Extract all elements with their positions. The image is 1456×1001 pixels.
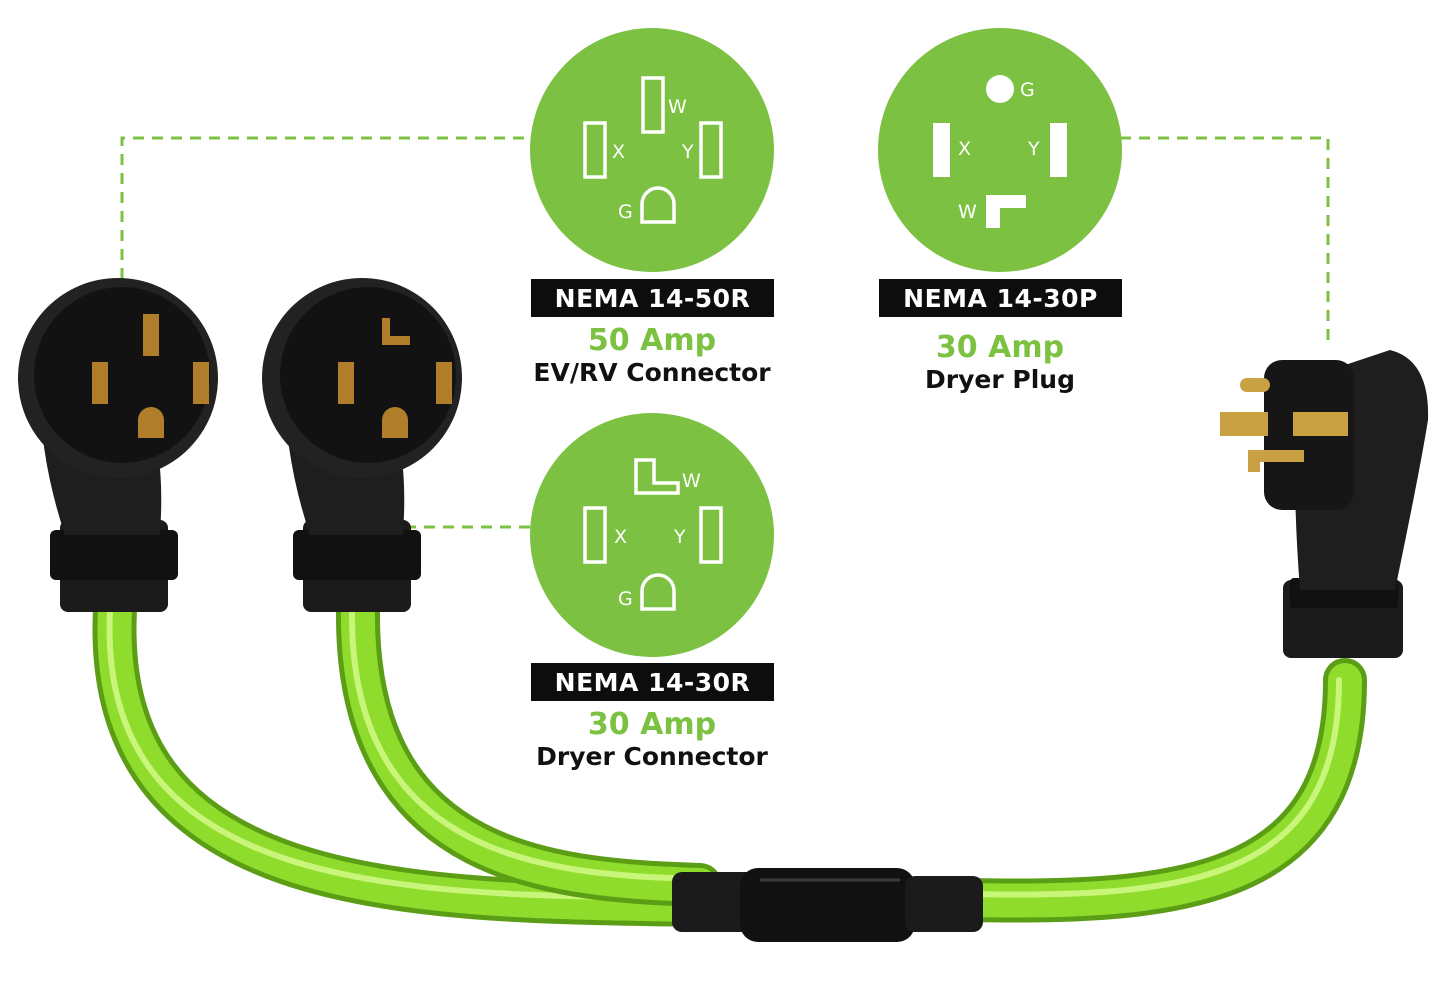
- slot-w: [143, 314, 159, 356]
- slot-x: [338, 362, 354, 404]
- badge-14-30p: NEMA 14-30P: [879, 279, 1122, 317]
- prong-g: [1240, 378, 1270, 392]
- pin-label-y: Y: [681, 141, 694, 163]
- plug-14-30p: [1220, 350, 1429, 658]
- amperage-14-50r: 50 Amp: [587, 323, 717, 358]
- description-14-30p: Dryer Plug: [925, 365, 1075, 394]
- badge-14-50r: NEMA 14-50R: [531, 279, 774, 317]
- receptacle-14-30r: [262, 278, 462, 612]
- pin-label-y: Y: [673, 526, 686, 548]
- pin-label-x: X: [958, 138, 971, 160]
- pin-label-g: G: [618, 588, 633, 610]
- slot-g: [382, 407, 408, 438]
- leader-line-14-30p: [1120, 136, 1330, 340]
- splitter-junction: [672, 868, 983, 942]
- prong-x: [1220, 412, 1268, 436]
- badge-14-30r: NEMA 14-30R: [531, 663, 774, 701]
- leader-line-14-50r: [120, 136, 535, 298]
- pin-label-x: X: [614, 526, 627, 548]
- slot-y: [436, 362, 452, 404]
- prong-y: [1293, 412, 1348, 436]
- slot-y: [193, 362, 209, 404]
- description-14-50r: EV/RV Connector: [533, 358, 771, 387]
- description-14-30r: Dryer Connector: [536, 742, 768, 771]
- receptacle-14-50r: [18, 278, 218, 612]
- pin-label-g: G: [1020, 79, 1035, 101]
- slot-g: [138, 407, 164, 438]
- slot-x: [92, 362, 108, 404]
- pin-label-w: W: [958, 201, 977, 223]
- pin-label-g: G: [618, 201, 633, 223]
- pin-diagram-14-50r: W X Y G: [530, 28, 774, 272]
- pin-diagram-14-30p: G X Y W: [878, 28, 1122, 272]
- pin-label-w: W: [682, 470, 701, 492]
- cable-assembly: [92, 588, 1367, 927]
- pin-label-x: X: [612, 141, 625, 163]
- cable-right: [948, 658, 1367, 923]
- amperage-14-30p: 30 Amp: [935, 330, 1065, 365]
- amperage-14-30r: 30 Amp: [587, 707, 717, 742]
- pin-label-w: W: [668, 96, 687, 118]
- leader-lines: [120, 136, 1330, 529]
- slot-w: [382, 318, 410, 345]
- prong-w: [1248, 450, 1304, 472]
- pin-diagram-14-30r: W X Y G: [530, 413, 774, 657]
- pin-label-y: Y: [1027, 138, 1040, 160]
